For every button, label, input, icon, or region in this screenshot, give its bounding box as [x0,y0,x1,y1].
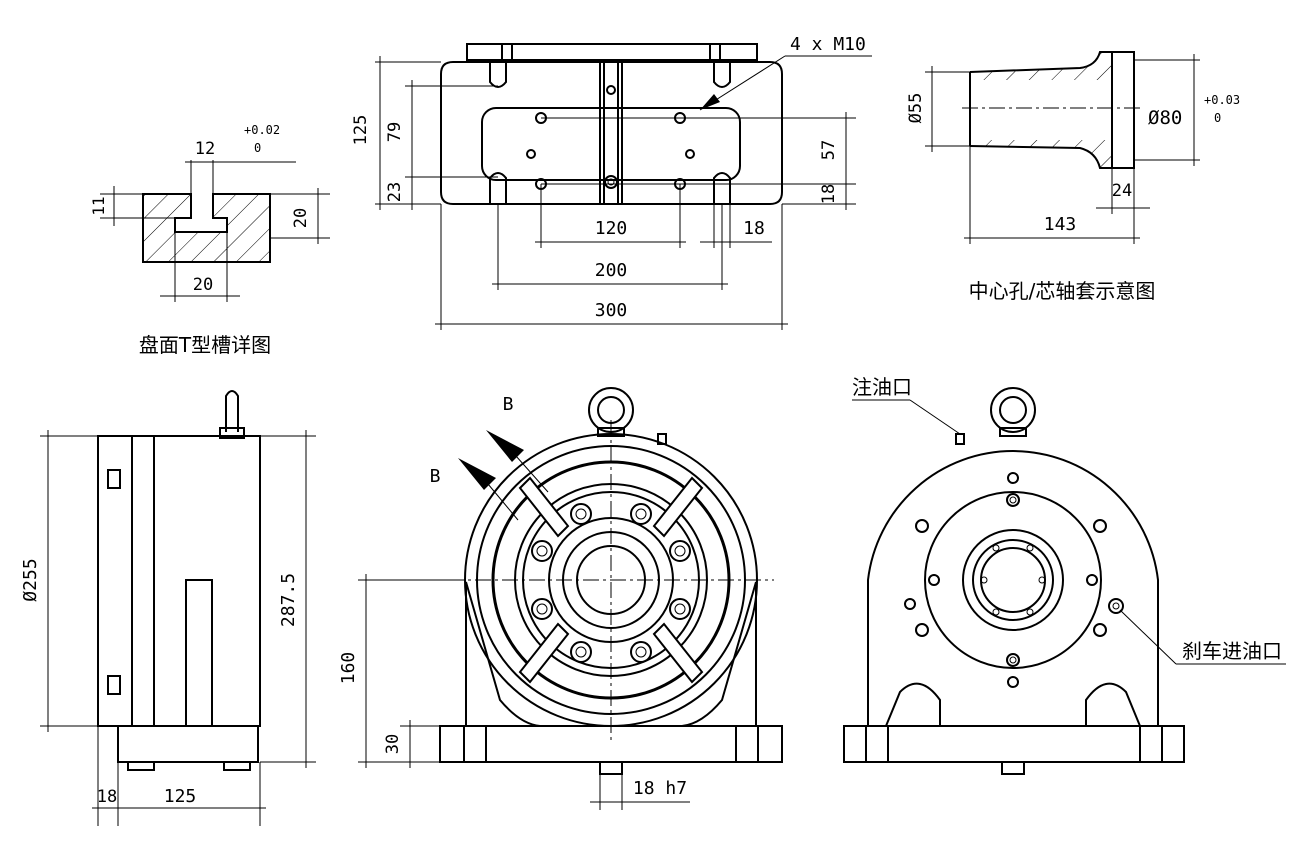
center-tol-lower: 0 [1214,111,1221,125]
section-b-upper: B [503,394,514,415]
top-dim-23: 23 [385,182,405,202]
center-dim-24: 24 [1112,181,1132,201]
side-dim-287-5: 287.5 [278,573,299,627]
top-dim-120: 120 [595,218,628,239]
section-b-lower: B [430,466,441,487]
top-view: 125 79 23 57 18 120 18 200 300 4 x M10 [351,34,872,330]
side-view: Ø255 287.5 18 125 [20,390,316,826]
rear-view: 注油口 刹车进油口 [843,375,1286,775]
side-dim-255: Ø255 [20,558,41,601]
center-dim-143: 143 [1044,214,1077,235]
center-title: 中心孔/芯轴套示意图 [969,279,1156,303]
top-dim-18-right: 18 [819,184,839,204]
tslot-section [142,193,271,263]
center-dim-80: Ø80 [1148,107,1182,129]
top-dim-79: 79 [385,122,405,142]
top-dim-18-bottom: 18 [743,218,765,239]
center-dim-55: Ø55 [906,93,926,124]
tslot-tol-upper: +0.02 [244,123,280,137]
front-view: B B 160 30 18 h7 [338,387,783,810]
front-dim-160: 160 [338,652,359,685]
top-dim-57: 57 [819,140,839,160]
tslot-dim-11: 11 [89,196,108,215]
rear-brake-oil-inlet: 刹车进油口 [1182,639,1282,663]
front-dim-30: 30 [383,734,403,754]
top-dim-125: 125 [351,115,371,146]
tslot-tol-lower: 0 [254,141,261,155]
top-dim-300: 300 [595,300,628,321]
top-dim-200: 200 [595,260,628,281]
front-dim-18h7: 18 h7 [633,778,687,799]
tslot-dim-20-bottom: 20 [193,275,213,295]
tslot-dim-12: 12 [195,139,215,159]
rear-oil-fill: 注油口 [852,375,912,399]
tslot-detail: 12 +0.02 0 11 20 20 盘面T型槽详图 [89,123,330,357]
side-dim-125: 125 [164,786,197,807]
top-thread-label: 4 x M10 [790,34,866,55]
center-hole-detail: Ø55 Ø80 +0.03 0 24 143 中心孔/芯轴套示意图 [906,51,1240,303]
side-dim-18: 18 [97,787,117,807]
tslot-title: 盘面T型槽详图 [139,333,271,357]
tslot-dim-20-right: 20 [291,208,311,228]
center-tol-upper: +0.03 [1204,93,1240,107]
